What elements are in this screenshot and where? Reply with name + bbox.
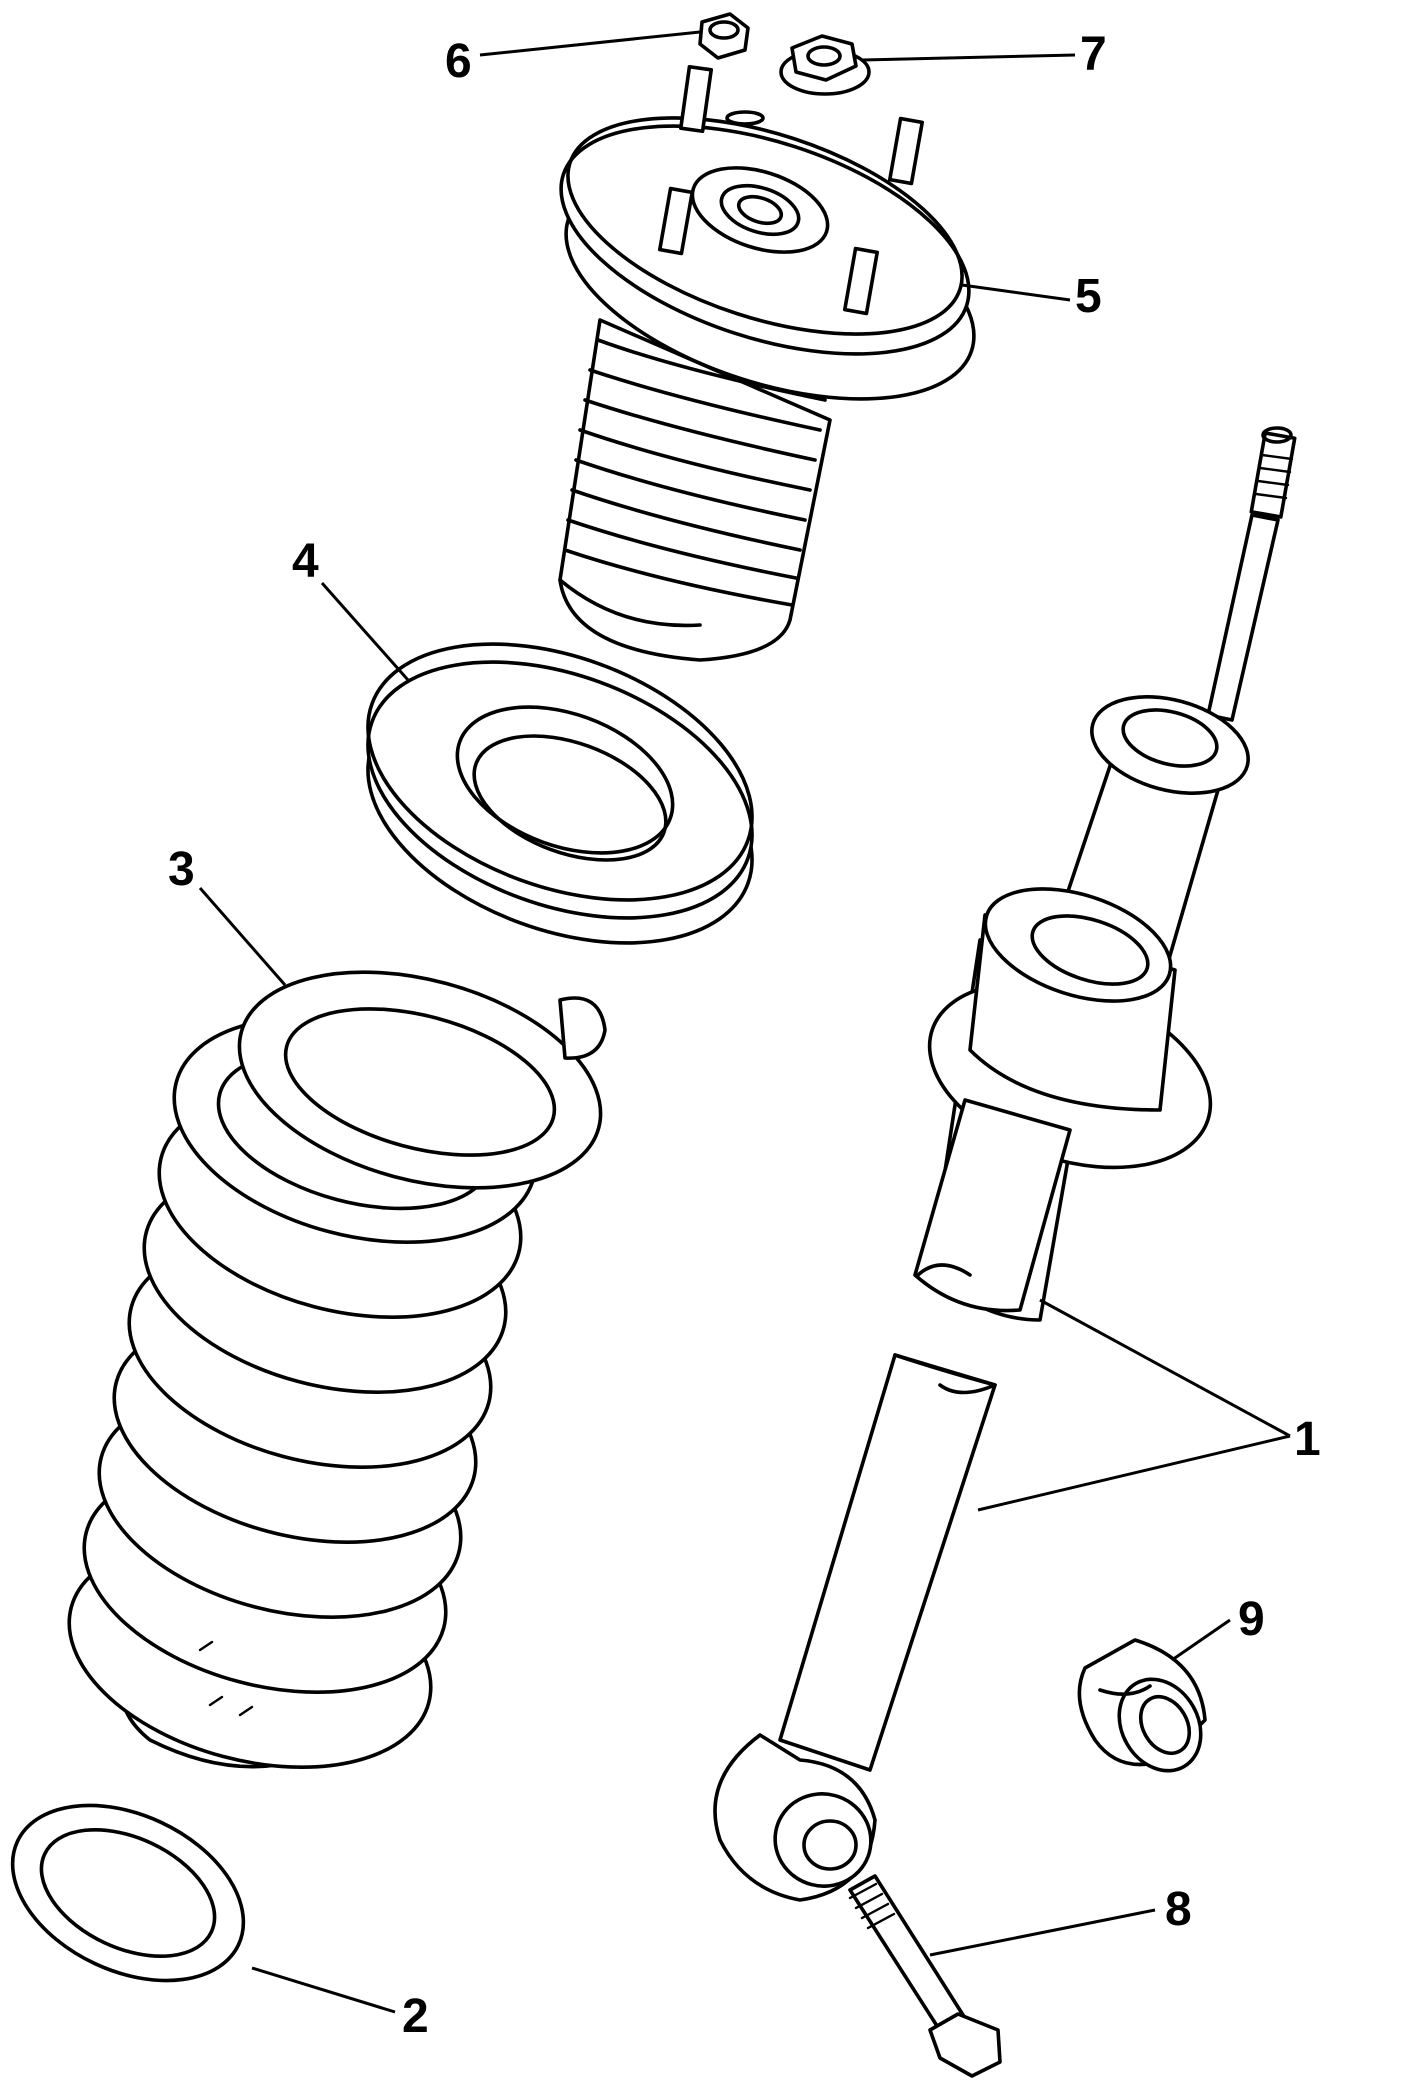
shock-absorber-lower <box>713 1353 997 1902</box>
mount-studs <box>657 64 925 316</box>
coil-spring <box>67 970 607 1769</box>
callout-7: 7 <box>1080 28 1107 81</box>
callout-2: 2 <box>402 1990 429 2043</box>
dust-boot <box>558 318 832 662</box>
spring-insulator <box>366 642 754 945</box>
mount-nut-small <box>698 12 750 60</box>
shock-lower-bolt <box>848 1874 1002 2078</box>
callout-4: 4 <box>292 535 319 588</box>
callout-5: 5 <box>1075 270 1102 323</box>
callout-3: 3 <box>168 843 195 896</box>
callout-8: 8 <box>1165 1883 1192 1936</box>
callout-6: 6 <box>445 35 472 88</box>
shock-absorber-upper <box>913 426 1297 1322</box>
callout-labels: 6 7 5 4 3 1 9 8 2 <box>168 28 1321 2043</box>
lower-spring-insulator <box>10 1803 246 1983</box>
upper-strut-mount <box>558 64 976 662</box>
leader-lines <box>198 30 1291 2014</box>
callout-1: 1 <box>1294 1413 1321 1466</box>
callout-9: 9 <box>1238 1593 1265 1646</box>
mount-flange-nut <box>779 34 871 96</box>
shock-bushing <box>1077 1638 1207 1773</box>
